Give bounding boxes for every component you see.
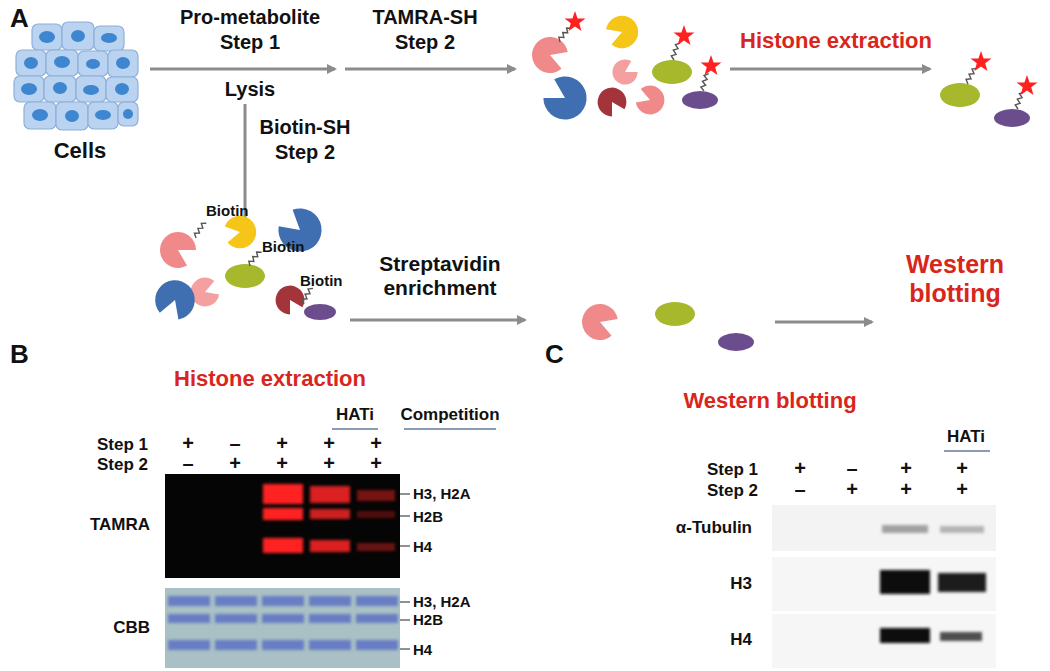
step-reagent: TAMRA-SH [372, 6, 477, 29]
method-title: Histone extraction [740, 28, 932, 53]
cell-cluster [14, 22, 138, 130]
lane-sign: + [900, 457, 912, 480]
extracted-histones [940, 51, 1037, 127]
panel-letter: C [545, 340, 564, 370]
lane-sign: + [323, 452, 335, 475]
step-label: Step 1 [220, 31, 280, 54]
cell-nuclei [21, 30, 133, 122]
band-label: H4 [413, 641, 432, 658]
lane-sign: – [229, 432, 240, 455]
row-label: Step 1 [707, 460, 758, 480]
lane-sign: + [182, 432, 194, 455]
lane-sign: – [794, 478, 805, 501]
lane-sign: – [846, 457, 857, 480]
lane-sign: + [794, 457, 806, 480]
gel-label: TAMRA [90, 515, 150, 535]
cbb-gel [165, 588, 410, 668]
protein-cluster-tamra [527, 11, 722, 127]
lane-sign: + [323, 432, 335, 455]
western-blot [772, 505, 996, 668]
step-reagent: Pro-metabolite [180, 6, 320, 29]
lane-sign: + [956, 478, 968, 501]
row-label: Step 2 [707, 481, 758, 501]
lane-sign: – [182, 452, 193, 475]
blot-label: H3 [730, 574, 752, 594]
blot-label: α-Tubulin [676, 518, 752, 538]
lane-sign: + [846, 478, 858, 501]
step-label: Step 2 [275, 141, 335, 164]
panel-letter: B [10, 340, 29, 370]
lane-sign: + [370, 432, 382, 455]
group-underlines [332, 429, 990, 451]
biotin-tag: Biotin [262, 238, 305, 255]
lane-sign: + [370, 452, 382, 475]
band-label: H3, H2A [413, 485, 471, 502]
tamra-gel [165, 474, 410, 578]
step-label: Step 2 [395, 31, 455, 54]
lane-sign: + [956, 457, 968, 480]
band-label: H2B [413, 508, 443, 525]
lane-sign: + [229, 452, 241, 475]
group-label: HATi [947, 427, 985, 447]
lane-sign: + [276, 432, 288, 455]
blot-label: H4 [730, 630, 752, 650]
lane-sign: + [900, 478, 912, 501]
row-label: Step 2 [97, 455, 148, 475]
step-label: Lysis [225, 78, 275, 101]
group-label: Competition [400, 405, 499, 425]
group-label: HATi [336, 405, 374, 425]
row-label: Step 1 [97, 435, 148, 455]
method-title: Western blotting [895, 250, 1015, 308]
band-label: H2B [413, 611, 443, 628]
band-label: H4 [413, 538, 432, 555]
enriched-proteins [577, 299, 754, 351]
panel-title: Histone extraction [174, 366, 366, 391]
panel-letter: A [10, 4, 29, 34]
biotin-tag: Biotin [206, 202, 249, 219]
step-reagent: Biotin-SH [259, 116, 350, 139]
step-label: Streptavidin enrichment [370, 252, 510, 300]
biotin-tag: Biotin [300, 272, 343, 289]
band-label: H3, H2A [413, 593, 471, 610]
protein-cluster-biotin [151, 201, 336, 322]
cells-label: Cells [54, 138, 107, 163]
process-arrows [150, 69, 930, 322]
panel-title: Western blotting [683, 388, 856, 413]
lane-sign: + [276, 452, 288, 475]
gel-label: CBB [113, 618, 150, 638]
